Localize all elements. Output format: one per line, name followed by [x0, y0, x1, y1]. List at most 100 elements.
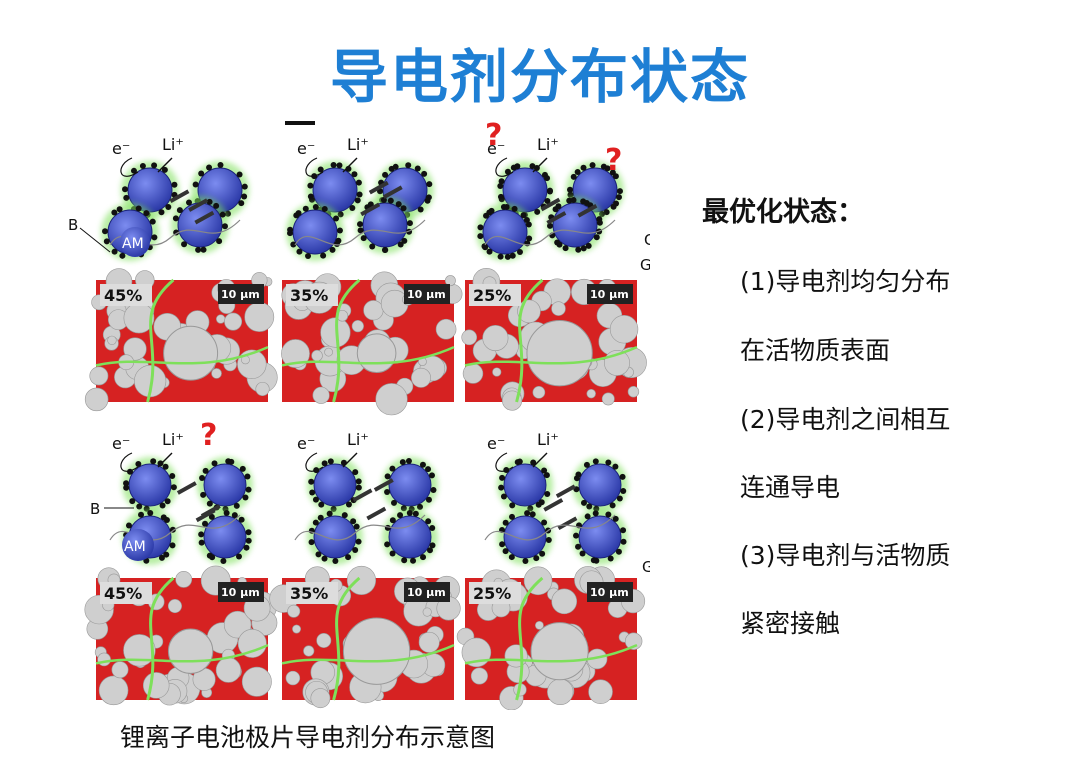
- carbon-dot: [333, 240, 340, 247]
- conductive-network: [146, 576, 175, 701]
- graphite-flake: [188, 198, 209, 212]
- carbon-dot: [332, 557, 339, 564]
- carbon-dot: [612, 463, 619, 470]
- active-particle: [128, 463, 172, 507]
- carbon-dot: [520, 212, 527, 219]
- active-particle: [313, 463, 357, 507]
- percent-label: 35%: [290, 286, 328, 305]
- carbon-dot: [245, 486, 252, 493]
- scale-bar-label: 10 μm: [221, 586, 260, 599]
- carbon-dot: [171, 181, 178, 188]
- carbon-dot: [529, 511, 536, 518]
- ion-arrow: [157, 157, 173, 173]
- carbon-dot: [216, 238, 223, 245]
- carbon-dot: [321, 460, 328, 467]
- carbon-dot: [570, 197, 577, 204]
- carbon-dot: [157, 460, 164, 467]
- carbon-dot: [503, 204, 510, 211]
- conductive-network: [464, 643, 638, 665]
- carbon-dot: [612, 515, 619, 522]
- question-mark: ?: [485, 120, 502, 153]
- particle-section: [470, 667, 488, 685]
- lithium-label: Li⁺: [537, 135, 559, 154]
- carbon-dot: [500, 493, 507, 500]
- particle-section: [535, 620, 544, 630]
- carbon-dot: [341, 512, 348, 519]
- carbon-dot: [615, 548, 622, 555]
- carbon-dot: [419, 461, 426, 468]
- carbon-dot: [612, 173, 619, 180]
- conductive-network: [332, 278, 361, 403]
- carbon-dot: [143, 210, 150, 217]
- conductive-network: [281, 345, 455, 367]
- carbon-dot: [235, 553, 242, 560]
- particle-section: [241, 666, 272, 697]
- graphite-flake: [194, 210, 215, 225]
- carbon-dot: [592, 458, 599, 465]
- graphite-flake: [555, 484, 576, 498]
- carbon-dot: [498, 484, 505, 491]
- binder-pointer: [79, 227, 111, 253]
- percent-box: [286, 284, 338, 306]
- micrograph-panel: 35%10 μm: [281, 271, 463, 416]
- particle-section: [351, 320, 364, 333]
- graphite-flake: [540, 197, 561, 212]
- ion-arrow: [342, 452, 358, 468]
- carbon-dot: [616, 188, 623, 195]
- electron-path: [495, 452, 514, 472]
- carbon-dot: [241, 183, 248, 190]
- carbon-dot: [583, 461, 590, 468]
- active-particle: [503, 515, 547, 559]
- particle-section: [107, 335, 117, 346]
- particle-section: [123, 337, 147, 361]
- graphite-flake: [543, 498, 564, 512]
- carbon-dot: [534, 208, 541, 215]
- carbon-dot: [302, 205, 309, 212]
- lithium-label: Li⁺: [347, 430, 369, 449]
- carbon-dot: [163, 551, 170, 558]
- particle-section: [244, 302, 275, 332]
- carbon-dot: [389, 517, 396, 524]
- carbon-dot: [579, 550, 586, 557]
- carbon-dot: [290, 241, 297, 248]
- active-particle: [203, 515, 247, 559]
- carbon-dot: [165, 204, 172, 211]
- electron-path: [120, 452, 139, 472]
- carbon-dot: [158, 554, 165, 561]
- graphite-flake: [176, 481, 197, 495]
- carbon-dot: [541, 467, 548, 474]
- particle-section: [216, 314, 226, 324]
- carbon-dot: [590, 557, 597, 564]
- carbon-dot: [369, 243, 376, 250]
- carbon-dot: [616, 495, 623, 502]
- carbon-dot: [387, 197, 394, 204]
- carbon-dot: [384, 473, 391, 480]
- carbon-dot: [420, 554, 427, 561]
- carbon-dot: [312, 496, 319, 503]
- binder-strand: [484, 219, 616, 246]
- carbon-dot: [135, 205, 142, 212]
- carbon-dot: [620, 527, 627, 534]
- carbon-dot: [410, 557, 417, 564]
- carbon-dot: [497, 182, 504, 189]
- graphite-flake: [368, 180, 389, 195]
- ion-arrow: [532, 157, 548, 173]
- particle-section: [444, 275, 456, 287]
- particle-section: [311, 349, 323, 362]
- graphite-flake: [557, 516, 578, 531]
- carbon-dot: [228, 458, 235, 465]
- scale-bar-label: 10 μm: [590, 586, 629, 599]
- carbon-dot: [318, 501, 325, 508]
- particle-section: [624, 632, 643, 650]
- carbon-dot: [195, 246, 202, 253]
- carbon-dot: [497, 253, 504, 260]
- carbon-dot: [589, 162, 596, 169]
- carbon-dot: [159, 502, 166, 509]
- electron-path: [305, 452, 324, 472]
- carbon-dot: [395, 201, 402, 208]
- particle-section: [84, 387, 109, 412]
- percent-box: [469, 284, 521, 306]
- carbon-dot: [425, 496, 432, 503]
- carbon-dot: [217, 162, 224, 169]
- carbon-dot: [336, 162, 343, 169]
